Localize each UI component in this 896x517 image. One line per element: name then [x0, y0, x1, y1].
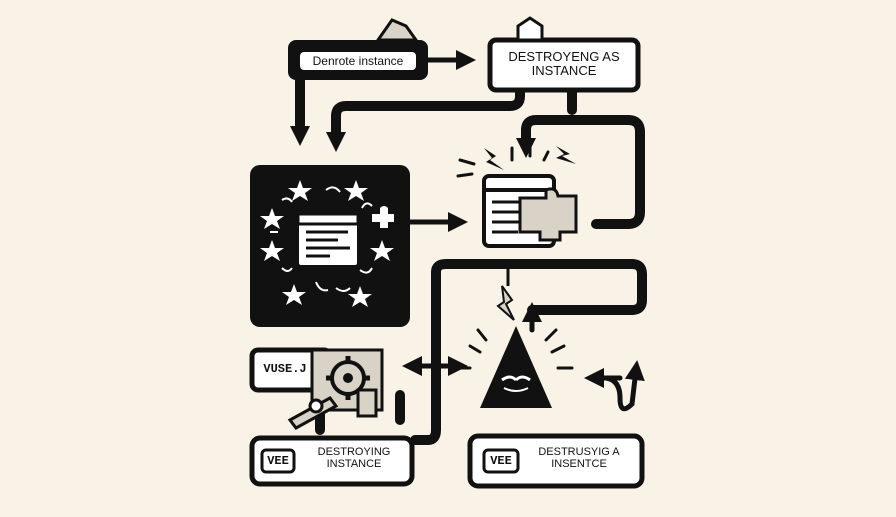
- lightning-icon: [484, 146, 576, 170]
- bottom-right-node: [467, 433, 645, 489]
- arrows: [290, 50, 645, 412]
- star-icon: [260, 180, 394, 307]
- gear-icon: [326, 356, 370, 400]
- bottom-left-node: [249, 435, 415, 487]
- top-right-node: [487, 37, 641, 93]
- bottom-right-tag: VEE: [490, 454, 512, 468]
- puzzle-piece-icon: [518, 187, 578, 242]
- connector-long-loop: [410, 259, 647, 445]
- bottom-right-label: DESTRUSYIG A INSENTCE: [538, 446, 620, 470]
- connector-s-curve: [331, 73, 525, 140]
- top-left-node: [288, 40, 428, 80]
- top-left-label: Denrote instance: [312, 54, 404, 68]
- vue-label: VUSE.J: [263, 362, 307, 376]
- connector-browser-loop: [521, 115, 645, 229]
- house-icon-right: [516, 16, 544, 42]
- top-right-label: DESTROYENG AS INSTANCE: [508, 49, 620, 78]
- house-icon: [375, 18, 419, 42]
- vue-node: [249, 347, 384, 430]
- bottom-left-label: DESTROYING INSTANCE: [317, 446, 391, 470]
- main-instance-box: [250, 165, 410, 327]
- wrench-icon: [287, 388, 378, 430]
- puzzle-piece-icon: [372, 206, 394, 228]
- bottom-left-tag: VEE: [267, 454, 289, 468]
- arrow-curve-up: [603, 360, 645, 412]
- browser-puzzle-node: [456, 140, 578, 248]
- lightning-icon: [496, 285, 515, 321]
- warning-triangle-node: [456, 268, 574, 408]
- warning-triangle-icon: [480, 326, 552, 408]
